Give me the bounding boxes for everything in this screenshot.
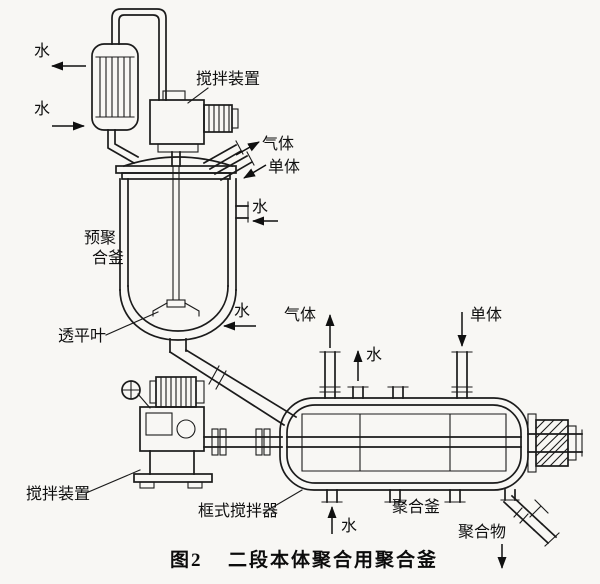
figure-caption-number: 图2 (170, 549, 203, 571)
discharge-valve (500, 489, 560, 547)
vapor-loop-pipe (111, 8, 167, 101)
frame-stirrer-leader (267, 489, 303, 511)
label-monomer-top: 单体 (268, 158, 300, 176)
label-frame-stirrer: 框式搅拌器 (198, 502, 278, 520)
label-stirrer-bottom: 搅拌装置 (26, 485, 90, 503)
agitator-shaft (152, 165, 200, 317)
right-bearing-block (527, 413, 583, 473)
label-gas-top: 气体 (262, 135, 294, 153)
stirrer-top-leader (187, 87, 209, 104)
gas-out-arrow (235, 141, 260, 156)
condenser (91, 43, 140, 165)
bottom-stirrer-drive (121, 376, 283, 489)
label-pre-polymerizer-2: 合釜 (92, 249, 124, 267)
label-gas-horizontal: 气体 (284, 306, 316, 324)
label-pre-polymerizer-1: 预聚 (84, 229, 116, 247)
polymerizer-vessel (279, 351, 529, 503)
label-polymer: 聚合物 (458, 523, 506, 541)
label-turbine-blade: 透平叶 (58, 327, 106, 345)
label-water-vessel-bottom: 水 (234, 302, 250, 320)
stirrer-bottom-leader (85, 469, 141, 494)
figure-caption: 图2 二段本体聚合用聚合釜 (170, 548, 438, 571)
label-water-horizontal-bottom: 水 (341, 517, 357, 535)
label-stirrer-top: 搅拌装置 (196, 70, 260, 88)
figure-caption-title: 二段本体聚合用聚合釜 (228, 548, 438, 571)
label-monomer-horizontal: 单体 (470, 306, 502, 324)
frame-stirrer (286, 413, 522, 472)
top-stirrer-drive (149, 90, 239, 167)
label-water-horizontal-top: 水 (366, 346, 382, 364)
monomer-in-arrow (243, 164, 267, 179)
turbine-leader (105, 311, 159, 336)
label-water-condenser-in: 水 (34, 100, 50, 118)
label-water-jacket-in: 水 (252, 198, 268, 216)
pre-polymerizer-vessel (115, 156, 249, 353)
label-water-condenser-out: 水 (34, 42, 50, 60)
label-polymerizer: 聚合釜 (392, 498, 440, 516)
transfer-pipe (168, 348, 298, 427)
